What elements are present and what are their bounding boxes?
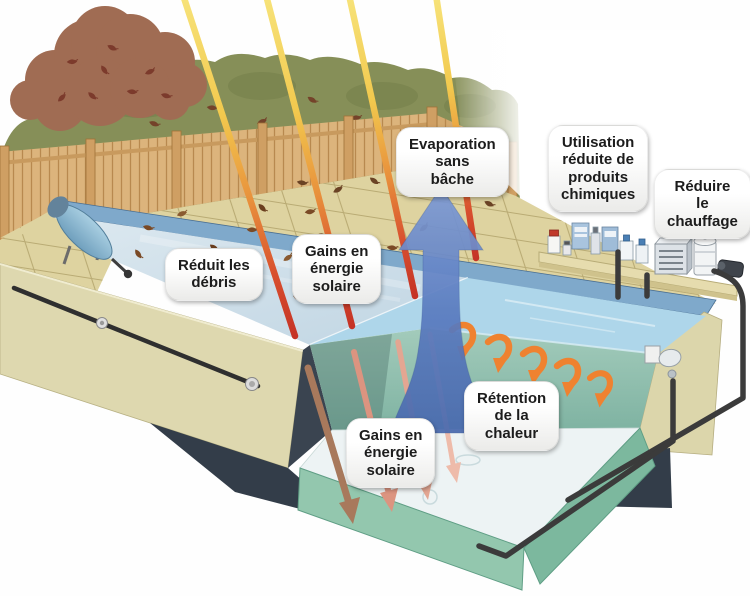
plumbing-pipes: [476, 249, 746, 559]
cover-track-rail: [11, 285, 261, 389]
pool-heater: [654, 236, 693, 276]
chemicals-shelf: [538, 251, 738, 301]
label-reduce-heating: Réduire le chauffage: [654, 169, 750, 239]
wall-cut-shadow: [288, 345, 332, 468]
evaporation-arrow: [391, 186, 491, 434]
label-heat-retention: Rétention de la chaleur: [464, 381, 560, 451]
label-solar-gain-bottom: Gains en énergie solaire: [346, 418, 436, 488]
chemical-bottles: [547, 222, 649, 264]
label-solar-gain-top: Gains en énergie solaire: [292, 234, 382, 304]
roller-crank: [110, 257, 128, 274]
return-fitting: [644, 345, 682, 379]
label-evaporation: Evaporation sans bâche: [396, 127, 509, 197]
underwater-wall: [310, 327, 659, 430]
label-reduced-chemicals: Utilisation réduite de produits chimique…: [548, 125, 649, 212]
backyard-tree: [10, 6, 207, 131]
pool-filter: [693, 232, 717, 276]
open-water: [310, 278, 706, 354]
cover-roller: [47, 196, 133, 279]
label-reduce-debris: Réduit les débris: [165, 248, 263, 301]
